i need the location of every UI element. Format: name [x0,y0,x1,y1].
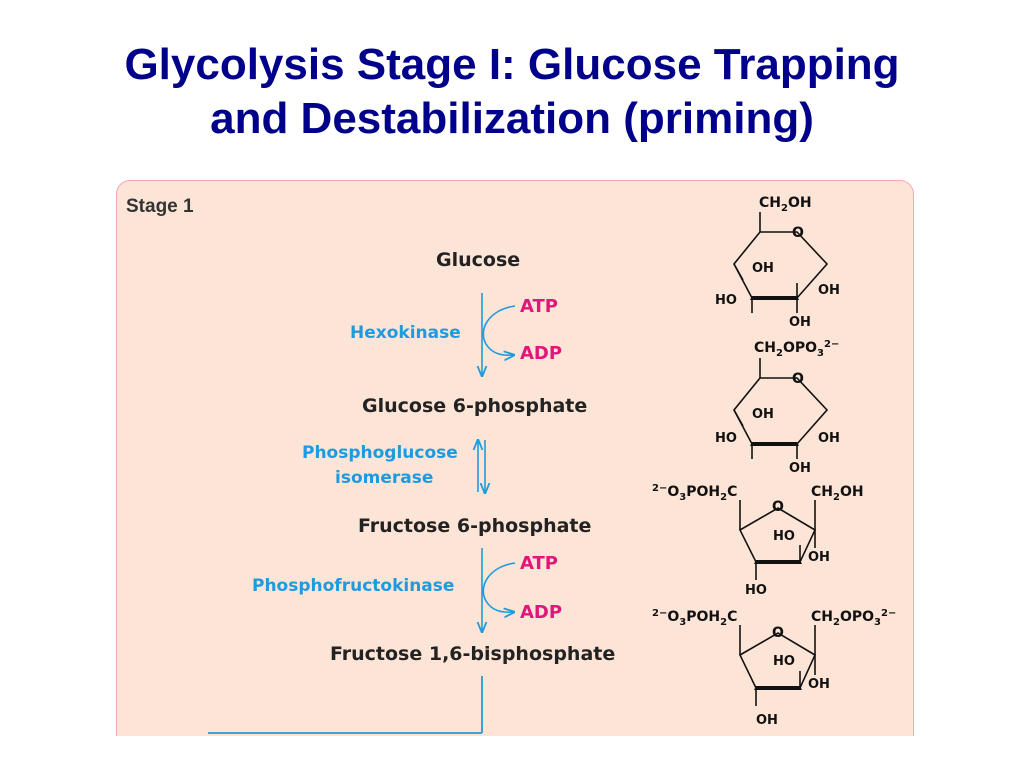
enzyme-isomerase: isomerase [335,468,434,488]
isomerase-arrows [478,440,485,493]
f16bp-ring-oxygen: O [772,625,784,641]
g6p-oh-right: OH [818,431,840,446]
f16bp-oh-bottom: OH [756,713,778,728]
slide-title: Glycolysis Stage I: Glucose Trapping and… [0,38,1024,146]
f16bp-ho-inner: HO [773,654,795,669]
f6p-ho-bottom: HO [745,583,767,598]
cofactor-adp-1: ADP [520,343,563,364]
f6p-left-group: 2−O3POH2C [652,483,737,503]
structure-f16bp [738,625,817,706]
cofactor-curve-1 [482,305,515,355]
f6p-ring-oxygen: O [772,499,784,515]
metabolite-glucose: Glucose [436,249,521,271]
metabolite-glucose-6-phosphate: Glucose 6-phosphate [362,395,588,417]
cofactor-atp-2: ATP [520,553,559,574]
enzyme-phosphoglucose: Phosphoglucose [302,443,458,463]
enzyme-hexokinase: Hexokinase [350,323,461,343]
figure-panel [116,180,914,736]
metabolite-fructose-6-phosphate: Fructose 6-phosphate [358,515,592,537]
g6p-bold-edge [750,442,799,446]
continuation-lines [208,676,483,734]
structure-f6p [738,500,817,580]
f6p-ho-inner: HO [773,529,795,544]
cofactor-curve-2 [482,562,515,612]
pfk-arrows [482,548,515,632]
g6p-oh-inner: OH [752,407,774,422]
g6p-ring-oxygen: O [792,371,804,387]
glucose-oh-inner: OH [752,261,774,276]
f16bp-right-group: CH2OPO32− [811,608,896,628]
f6p-bold-edge [754,560,802,564]
f16bp-bold-edge [754,686,802,690]
glucose-oh-bottom: OH [789,315,811,330]
f16bp-oh-right: OH [808,677,830,692]
glucose-ch2oh: CH2OH [759,195,812,214]
g6p-ch2opo3: CH2OPO32− [754,339,839,359]
glucose-bold-edge [750,296,799,300]
glucose-ring-oxygen: O [792,225,804,241]
glucose-ho-left: HO [715,293,737,308]
hexokinase-arrows [482,293,515,376]
glucose-oh-right: OH [818,283,840,298]
stage-label: Stage 1 [126,196,194,217]
f16bp-left-group: 2−O3POH2C [652,608,737,628]
cofactor-atp-1: ATP [520,296,559,317]
enzyme-phosphofructokinase: Phosphofructokinase [252,576,455,596]
metabolite-fructose-1-6-bisphosphate: Fructose 1,6-bisphosphate [330,643,616,665]
f6p-oh-right: OH [808,550,830,565]
cofactor-adp-2: ADP [520,602,563,623]
g6p-oh-bottom: OH [789,461,811,476]
f6p-right-group: CH2OH [811,484,864,503]
g6p-ho-left: HO [715,431,737,446]
slide-title-line-2: and Destabilization (priming) [210,94,814,143]
slide-title-line-1: Glycolysis Stage I: Glucose Trapping [124,40,900,89]
